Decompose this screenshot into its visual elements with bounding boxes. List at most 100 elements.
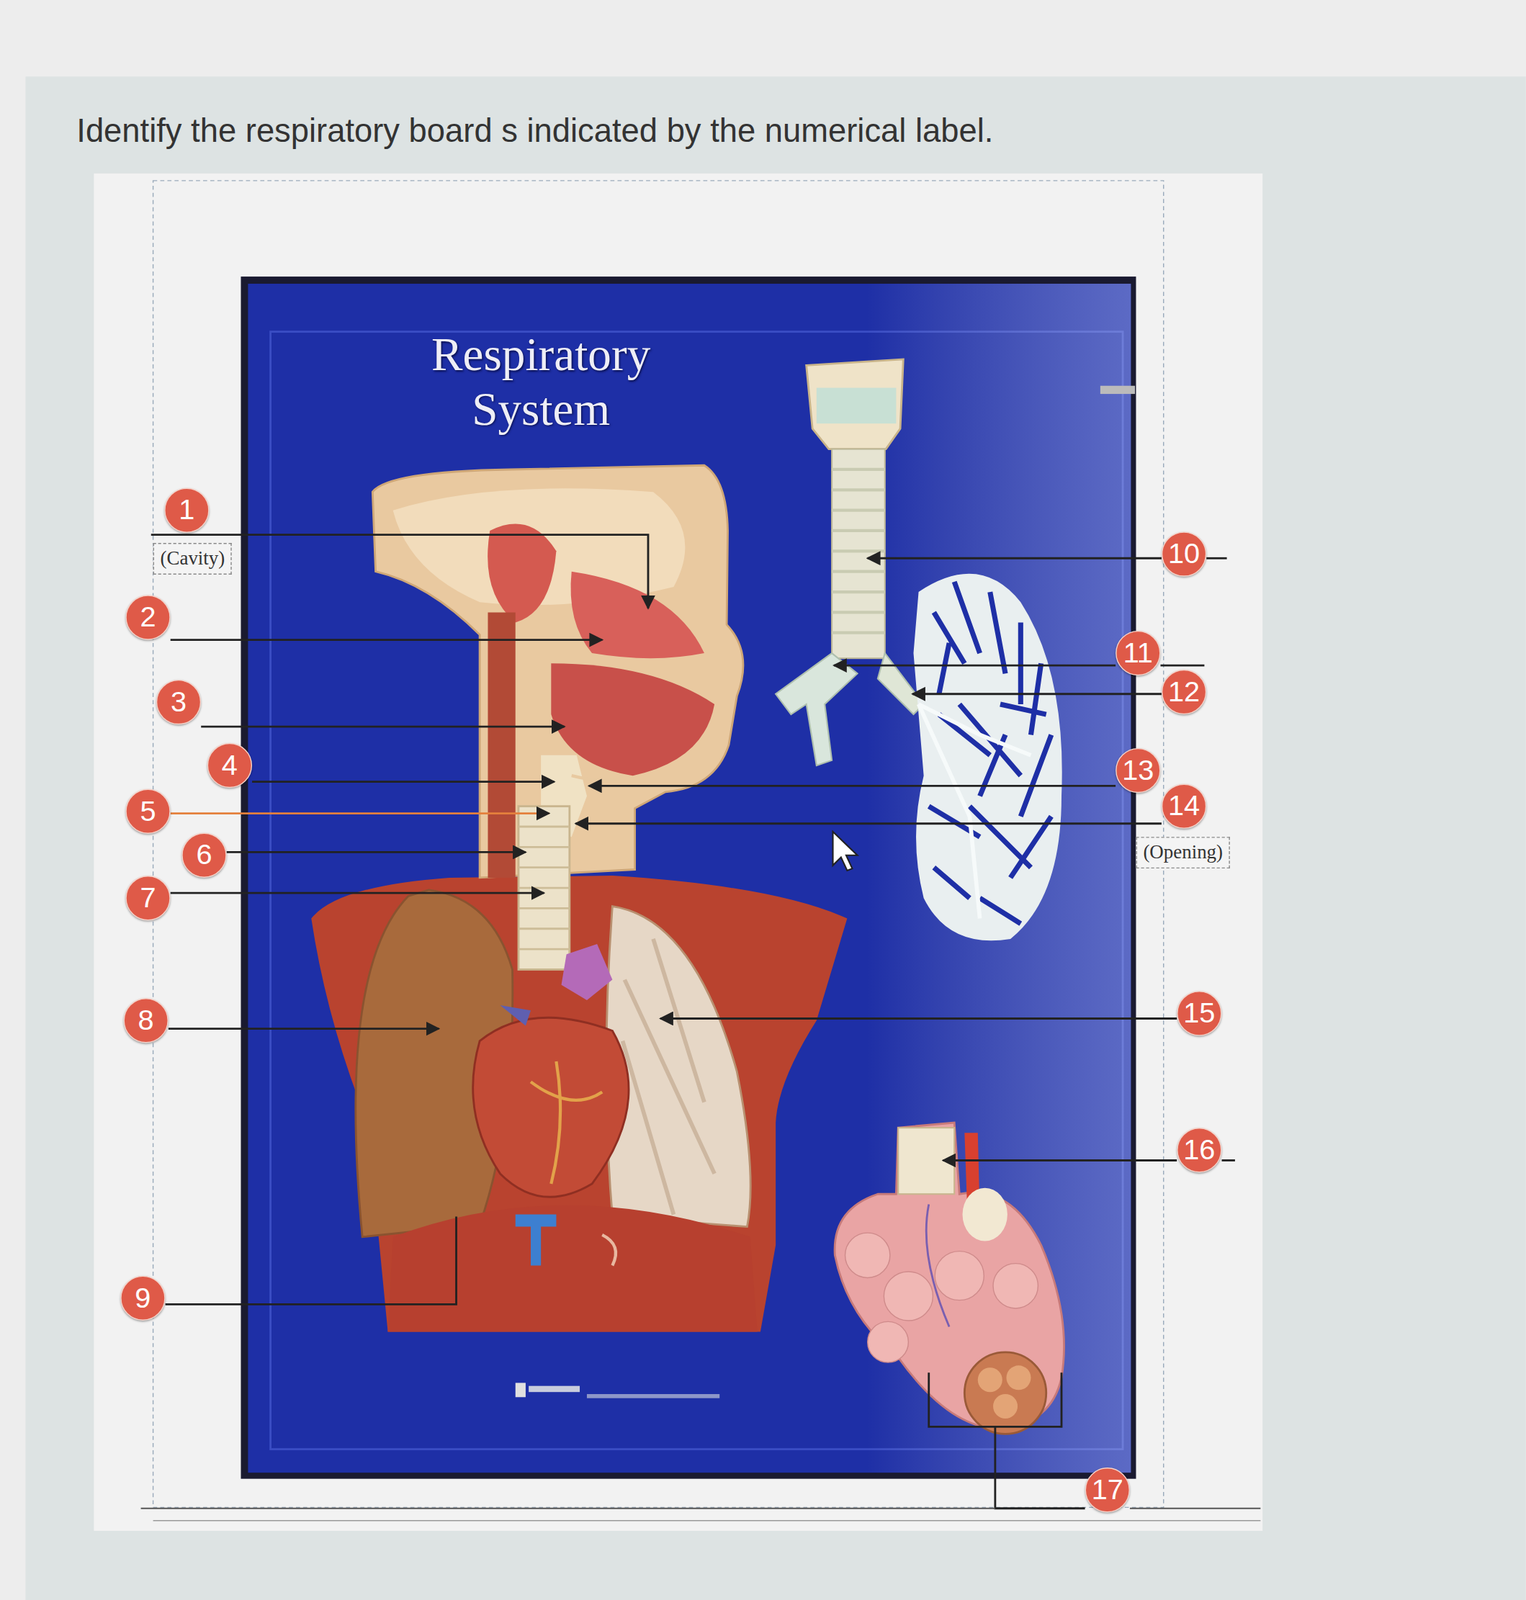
callout-text: 16	[1183, 1135, 1215, 1165]
trachea-bronchi	[831, 469, 886, 634]
callout-text: 5	[139, 797, 156, 827]
alveoli-cluster	[964, 1352, 1046, 1434]
alveoli-cluster	[926, 1204, 950, 1327]
torso-figure	[388, 1205, 758, 1333]
callout-number: 5	[125, 789, 170, 834]
leader-line	[1206, 557, 1227, 560]
callout-text: 13	[1121, 756, 1154, 785]
cursor-icon	[833, 831, 858, 871]
rule-line	[141, 1507, 996, 1510]
torso-figure	[602, 1235, 616, 1267]
torso-figure	[499, 1005, 531, 1026]
leader-line	[995, 1426, 1086, 1508]
callout-text: 2	[139, 603, 156, 633]
callout-text: 4	[221, 751, 238, 780]
question-title: Identify the respiratory board s indicat…	[76, 112, 994, 150]
bronchial-tree	[913, 573, 1062, 941]
leader-line	[928, 1372, 1062, 1427]
rule-line	[141, 1508, 1261, 1521]
callout-number: 12	[1161, 669, 1207, 715]
trachea-bronchi	[775, 653, 857, 766]
torso-figure	[571, 775, 623, 781]
callout-text: 6	[195, 841, 212, 870]
callout-number: 10	[1161, 531, 1207, 577]
leader-line	[1222, 1159, 1236, 1162]
callout-text: 11	[1123, 638, 1153, 668]
leader-line	[943, 1159, 1178, 1162]
bronchial-tree	[928, 581, 1052, 924]
callout-text: 10	[1168, 540, 1200, 569]
leader-line	[170, 812, 550, 815]
torso-figure	[518, 826, 570, 950]
board-heading: Respiratory System	[388, 328, 695, 437]
callout-number: 3	[156, 679, 201, 725]
trachea-bronchi	[775, 359, 924, 766]
callout-text: 14	[1168, 792, 1200, 821]
leader-line	[912, 692, 1162, 695]
torso-figure	[530, 1061, 603, 1184]
callout-number: 1	[164, 487, 209, 533]
tag-text: (Opening)	[1142, 841, 1223, 863]
alveoli-cluster	[883, 1271, 933, 1321]
dashed-tag: (Opening)	[1135, 836, 1231, 869]
board	[1100, 386, 1135, 394]
callout-number: 6	[181, 833, 227, 878]
callout-text: 17	[1091, 1475, 1124, 1505]
leader-line	[1160, 664, 1205, 667]
leader-line	[170, 892, 545, 895]
bronchial-tree	[913, 573, 1062, 941]
torso-figure	[622, 939, 716, 1215]
callout-number: 14	[1161, 783, 1207, 829]
page-ground	[25, 76, 1526, 1600]
page-ground	[93, 173, 1263, 1532]
rule-line	[153, 1520, 1261, 1521]
board	[240, 276, 1136, 1480]
leader-line	[575, 822, 1162, 825]
cursor-icon	[833, 831, 858, 871]
callout-text: 9	[134, 1284, 151, 1313]
board	[515, 1382, 526, 1398]
trachea-bronchi	[816, 388, 897, 425]
alveoli-cluster	[834, 1122, 1064, 1429]
page-ground	[153, 180, 1164, 1508]
alveoli-cluster	[934, 1251, 984, 1301]
leader-line	[589, 784, 1116, 788]
board	[528, 1386, 580, 1393]
callout-text: 12	[1168, 677, 1200, 707]
tag-text: (Cavity)	[160, 547, 226, 569]
callout-number: 8	[123, 998, 168, 1043]
torso-figure	[487, 612, 515, 878]
leader-line	[151, 535, 1236, 1509]
leader-line	[200, 725, 565, 729]
leader-line	[151, 535, 649, 609]
leader-line	[833, 664, 1116, 667]
torso-figure	[518, 806, 570, 971]
alveoli-cluster	[867, 1321, 909, 1363]
alveoli-cluster	[845, 1232, 891, 1278]
callout-number: 15	[1176, 990, 1222, 1036]
leader-line	[168, 1027, 440, 1030]
torso-figure	[473, 1017, 629, 1197]
alveoli-cluster	[1006, 1365, 1031, 1390]
torso-figure	[311, 875, 847, 1333]
callout-text: 8	[138, 1006, 155, 1035]
board	[586, 1394, 720, 1399]
callout-number: 4	[207, 743, 253, 788]
alveoli-cluster	[993, 1263, 1038, 1309]
torso-figure	[515, 1214, 557, 1267]
callout-text: 1	[178, 496, 195, 525]
board	[247, 283, 1131, 1473]
torso-figure	[571, 571, 705, 659]
leader-line	[252, 780, 555, 783]
trachea-bronchi	[831, 449, 886, 659]
callout-number: 9	[120, 1276, 165, 1321]
leader-line	[660, 1017, 1177, 1020]
callout-text: 15	[1183, 999, 1215, 1029]
leader-line	[226, 851, 526, 854]
torso-figure	[487, 524, 556, 623]
callout-number: 11	[1115, 630, 1161, 676]
